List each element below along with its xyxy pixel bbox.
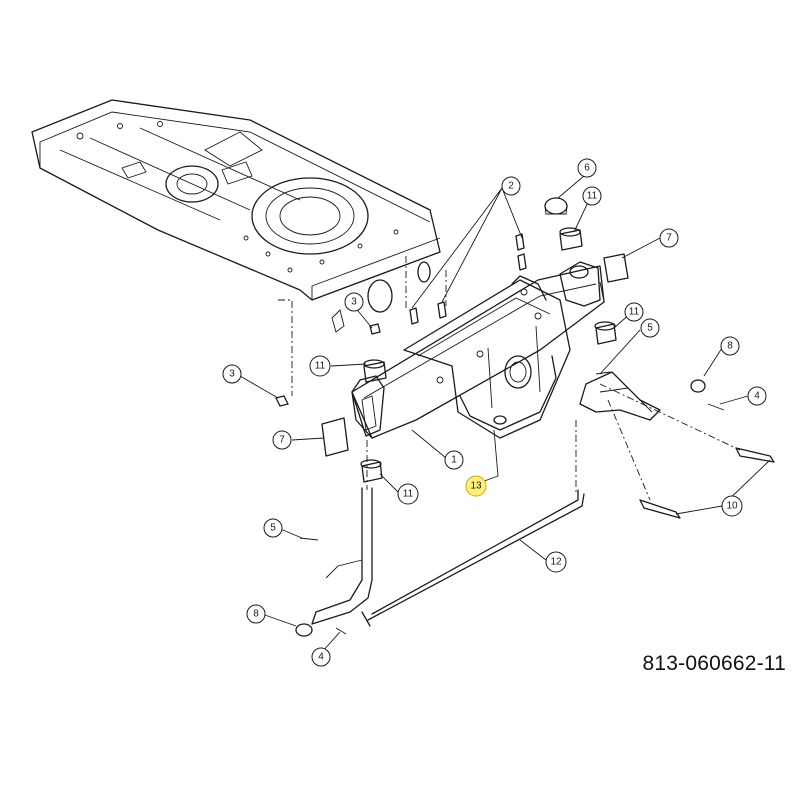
callout-4-left-label: 4 [318,652,324,663]
hardware [275,197,775,637]
callout-7-right[interactable]: 7 [659,228,679,248]
leader-lines [239,175,771,653]
callout-10[interactable]: 10 [721,495,743,517]
callout-2[interactable]: 2 [501,176,521,196]
callout-8-left-label: 8 [253,609,259,620]
callout-3-lower[interactable]: 3 [222,364,242,384]
callout-2-label: 2 [508,181,514,192]
callout-8-right[interactable]: 8 [720,336,740,356]
callout-6[interactable]: 6 [577,158,597,178]
callout-11-lower-label: 11 [403,489,414,500]
front-axle [351,261,605,439]
callouts: 1 2 3 3 4 4 5 5 6 7 7 8 8 10 11 11 11 11… [222,158,767,667]
callout-11-left[interactable]: 11 [309,355,331,377]
callout-13-label: 13 [470,481,482,492]
callout-4-left[interactable]: 4 [311,647,331,667]
callout-7-right-label: 7 [666,233,672,244]
callout-11-left-label: 11 [315,361,326,372]
callout-11-right-label: 11 [629,307,640,318]
callout-8-right-label: 8 [727,341,733,352]
callout-5-left-label: 5 [270,523,276,534]
callout-1-label: 1 [451,455,457,466]
drawing-number: 813-060662-11 [642,652,786,675]
callout-6-label: 6 [584,163,590,174]
callout-7-left-label: 7 [279,435,285,446]
callout-5-left[interactable]: 5 [263,518,283,538]
callout-3-lower-label: 3 [229,369,235,380]
callout-11-lower[interactable]: 11 [397,483,419,505]
callout-3-upper[interactable]: 3 [344,292,364,312]
tie-rod [361,489,585,627]
tractor-frame [31,99,441,333]
callout-5-right[interactable]: 5 [640,318,660,338]
callout-12-label: 12 [550,557,562,568]
callout-3-upper-label: 3 [351,297,357,308]
left-spindle [311,440,373,625]
callout-11-top-label: 11 [587,191,598,202]
callout-11-top[interactable]: 11 [582,186,602,206]
right-spindle [579,371,661,421]
callout-12[interactable]: 12 [545,551,567,573]
callout-1[interactable]: 1 [444,450,464,470]
callout-11-right[interactable]: 11 [624,302,644,322]
callout-10-label: 10 [726,501,738,512]
axle-bracket [403,275,571,439]
callout-5-right-label: 5 [647,323,653,334]
callout-4-right[interactable]: 4 [747,386,767,406]
callout-8-left[interactable]: 8 [246,604,266,624]
callout-13[interactable]: 13 [465,475,487,497]
callout-4-right-label: 4 [754,391,760,402]
callout-7-left[interactable]: 7 [272,430,292,450]
